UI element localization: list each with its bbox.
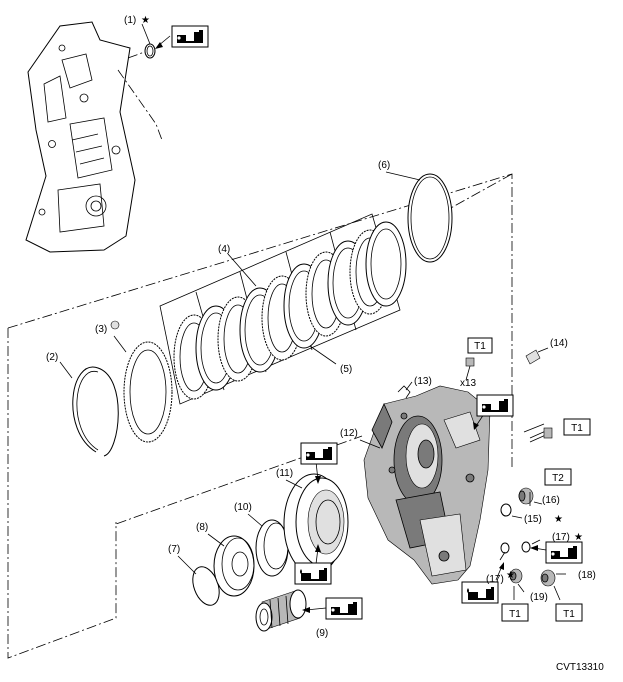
label-19: (19) bbox=[530, 592, 548, 603]
oil-filter-9 bbox=[255, 589, 307, 632]
bolt-x13 bbox=[465, 357, 475, 381]
gasket-17-upper bbox=[521, 541, 531, 553]
label-6: (6) bbox=[378, 160, 390, 171]
svg-text:T2: T2 bbox=[552, 473, 564, 484]
svg-text:T1: T1 bbox=[509, 609, 521, 620]
label-18: (18) bbox=[578, 570, 596, 581]
label-17-upper: (17) bbox=[552, 532, 570, 543]
label-11: (11) bbox=[276, 468, 293, 479]
label-13: (13) bbox=[414, 376, 432, 387]
label-1: (1) bbox=[124, 15, 136, 26]
quantity-x13: x13 bbox=[460, 378, 477, 389]
label-14: (14) bbox=[550, 338, 568, 349]
washer-8 bbox=[213, 535, 255, 597]
clutch-pack-bracket bbox=[159, 213, 401, 405]
star-icon: ★ bbox=[141, 15, 150, 26]
plug-18 bbox=[540, 569, 556, 587]
clip-13 bbox=[397, 385, 411, 399]
bolt-right bbox=[529, 427, 553, 443]
plug-19 bbox=[509, 568, 523, 584]
label-2: (2) bbox=[46, 352, 58, 363]
label-7: (7) bbox=[168, 544, 180, 555]
torque-box-t1-plug18: T1 bbox=[555, 603, 583, 622]
clutch-plates bbox=[173, 221, 407, 400]
svg-text:T1: T1 bbox=[474, 341, 486, 352]
figure-code: CVT13310 bbox=[556, 662, 604, 673]
plug-16 bbox=[518, 487, 534, 505]
thickness-select-icon bbox=[110, 320, 120, 330]
star-icon: ★ bbox=[554, 514, 563, 525]
retaining-plate-3 bbox=[123, 341, 173, 443]
oil-can-icon bbox=[476, 394, 514, 417]
grease-gun-icon bbox=[461, 581, 499, 604]
gasket-17-lower bbox=[500, 542, 510, 554]
grease-gun-icon bbox=[294, 562, 332, 585]
oil-can-icon bbox=[325, 597, 363, 620]
label-5: (5) bbox=[340, 364, 352, 375]
label-17-lower: (17) bbox=[486, 574, 504, 585]
oil-can-icon bbox=[300, 442, 338, 465]
transmission-case-illustration bbox=[25, 21, 136, 253]
star-icon: ★ bbox=[574, 532, 583, 543]
transmission-cover-12 bbox=[363, 385, 491, 585]
gasket-15 bbox=[500, 503, 512, 517]
star-icon: ★ bbox=[506, 570, 515, 581]
oil-can-icon bbox=[545, 541, 583, 564]
svg-text:T1: T1 bbox=[571, 423, 583, 434]
label-10: (10) bbox=[234, 502, 252, 513]
oil-can-icon bbox=[171, 25, 209, 48]
torque-box-t1-bolts: T1 bbox=[467, 337, 493, 354]
label-15: (15) bbox=[524, 514, 542, 525]
label-12: (12) bbox=[340, 428, 358, 439]
seal-10 bbox=[255, 519, 289, 577]
torque-box-t1-plug19: T1 bbox=[501, 603, 529, 622]
torque-box-t2: T2 bbox=[544, 468, 572, 486]
piston-11 bbox=[283, 473, 349, 575]
label-16: (16) bbox=[542, 495, 560, 506]
snap-ring-6 bbox=[407, 173, 453, 263]
svg-text:T1: T1 bbox=[563, 609, 575, 620]
label-4: (4) bbox=[218, 244, 230, 255]
label-8: (8) bbox=[196, 522, 208, 533]
pin-14 bbox=[525, 349, 541, 365]
torque-box-t1-right: T1 bbox=[563, 418, 591, 436]
snap-ring-2 bbox=[72, 366, 119, 457]
label-3: (3) bbox=[95, 324, 107, 335]
leader-lines bbox=[59, 23, 566, 601]
label-9: (9) bbox=[316, 628, 328, 639]
